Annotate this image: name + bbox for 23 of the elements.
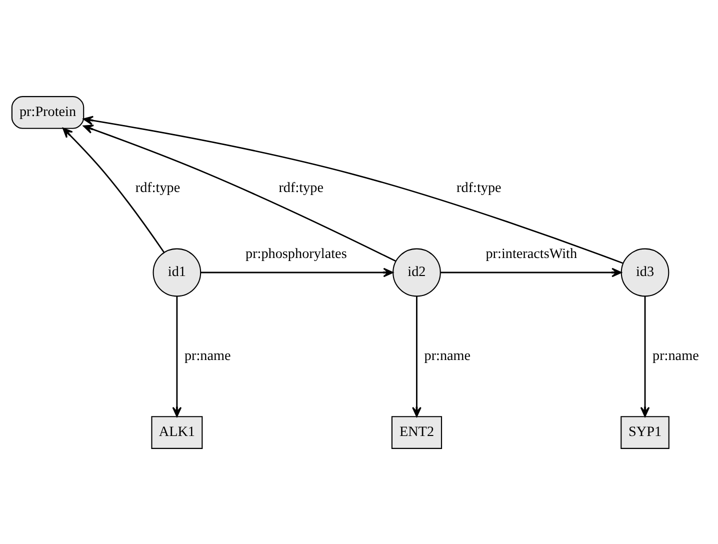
arrow <box>640 296 650 416</box>
node-circle: id3 <box>620 248 670 296</box>
node-box: SYP1 <box>620 416 670 448</box>
arrow <box>440 267 622 277</box>
edge-label: rdf:type <box>456 179 502 196</box>
edge-label: pr:name <box>652 347 699 364</box>
arrow <box>62 127 164 252</box>
edge-label: pr:phosphorylates <box>246 246 347 262</box>
arrow <box>200 267 394 277</box>
edge-label: pr:interactsWith <box>486 246 578 262</box>
node-box: ALK1 <box>151 416 203 448</box>
arrow <box>412 296 422 416</box>
edge-label: pr:name <box>424 347 471 364</box>
arrow <box>83 115 623 264</box>
node-box: pr:Protein <box>11 96 84 128</box>
node-circle: id2 <box>392 248 441 296</box>
arrow <box>172 296 182 416</box>
edge-label: rdf:type <box>135 179 180 196</box>
node-circle: id1 <box>152 248 202 296</box>
edge-label: rdf:type <box>278 179 324 196</box>
arrow <box>83 124 396 262</box>
edge-label: pr:name <box>184 347 231 364</box>
node-box: ENT2 <box>391 416 442 448</box>
